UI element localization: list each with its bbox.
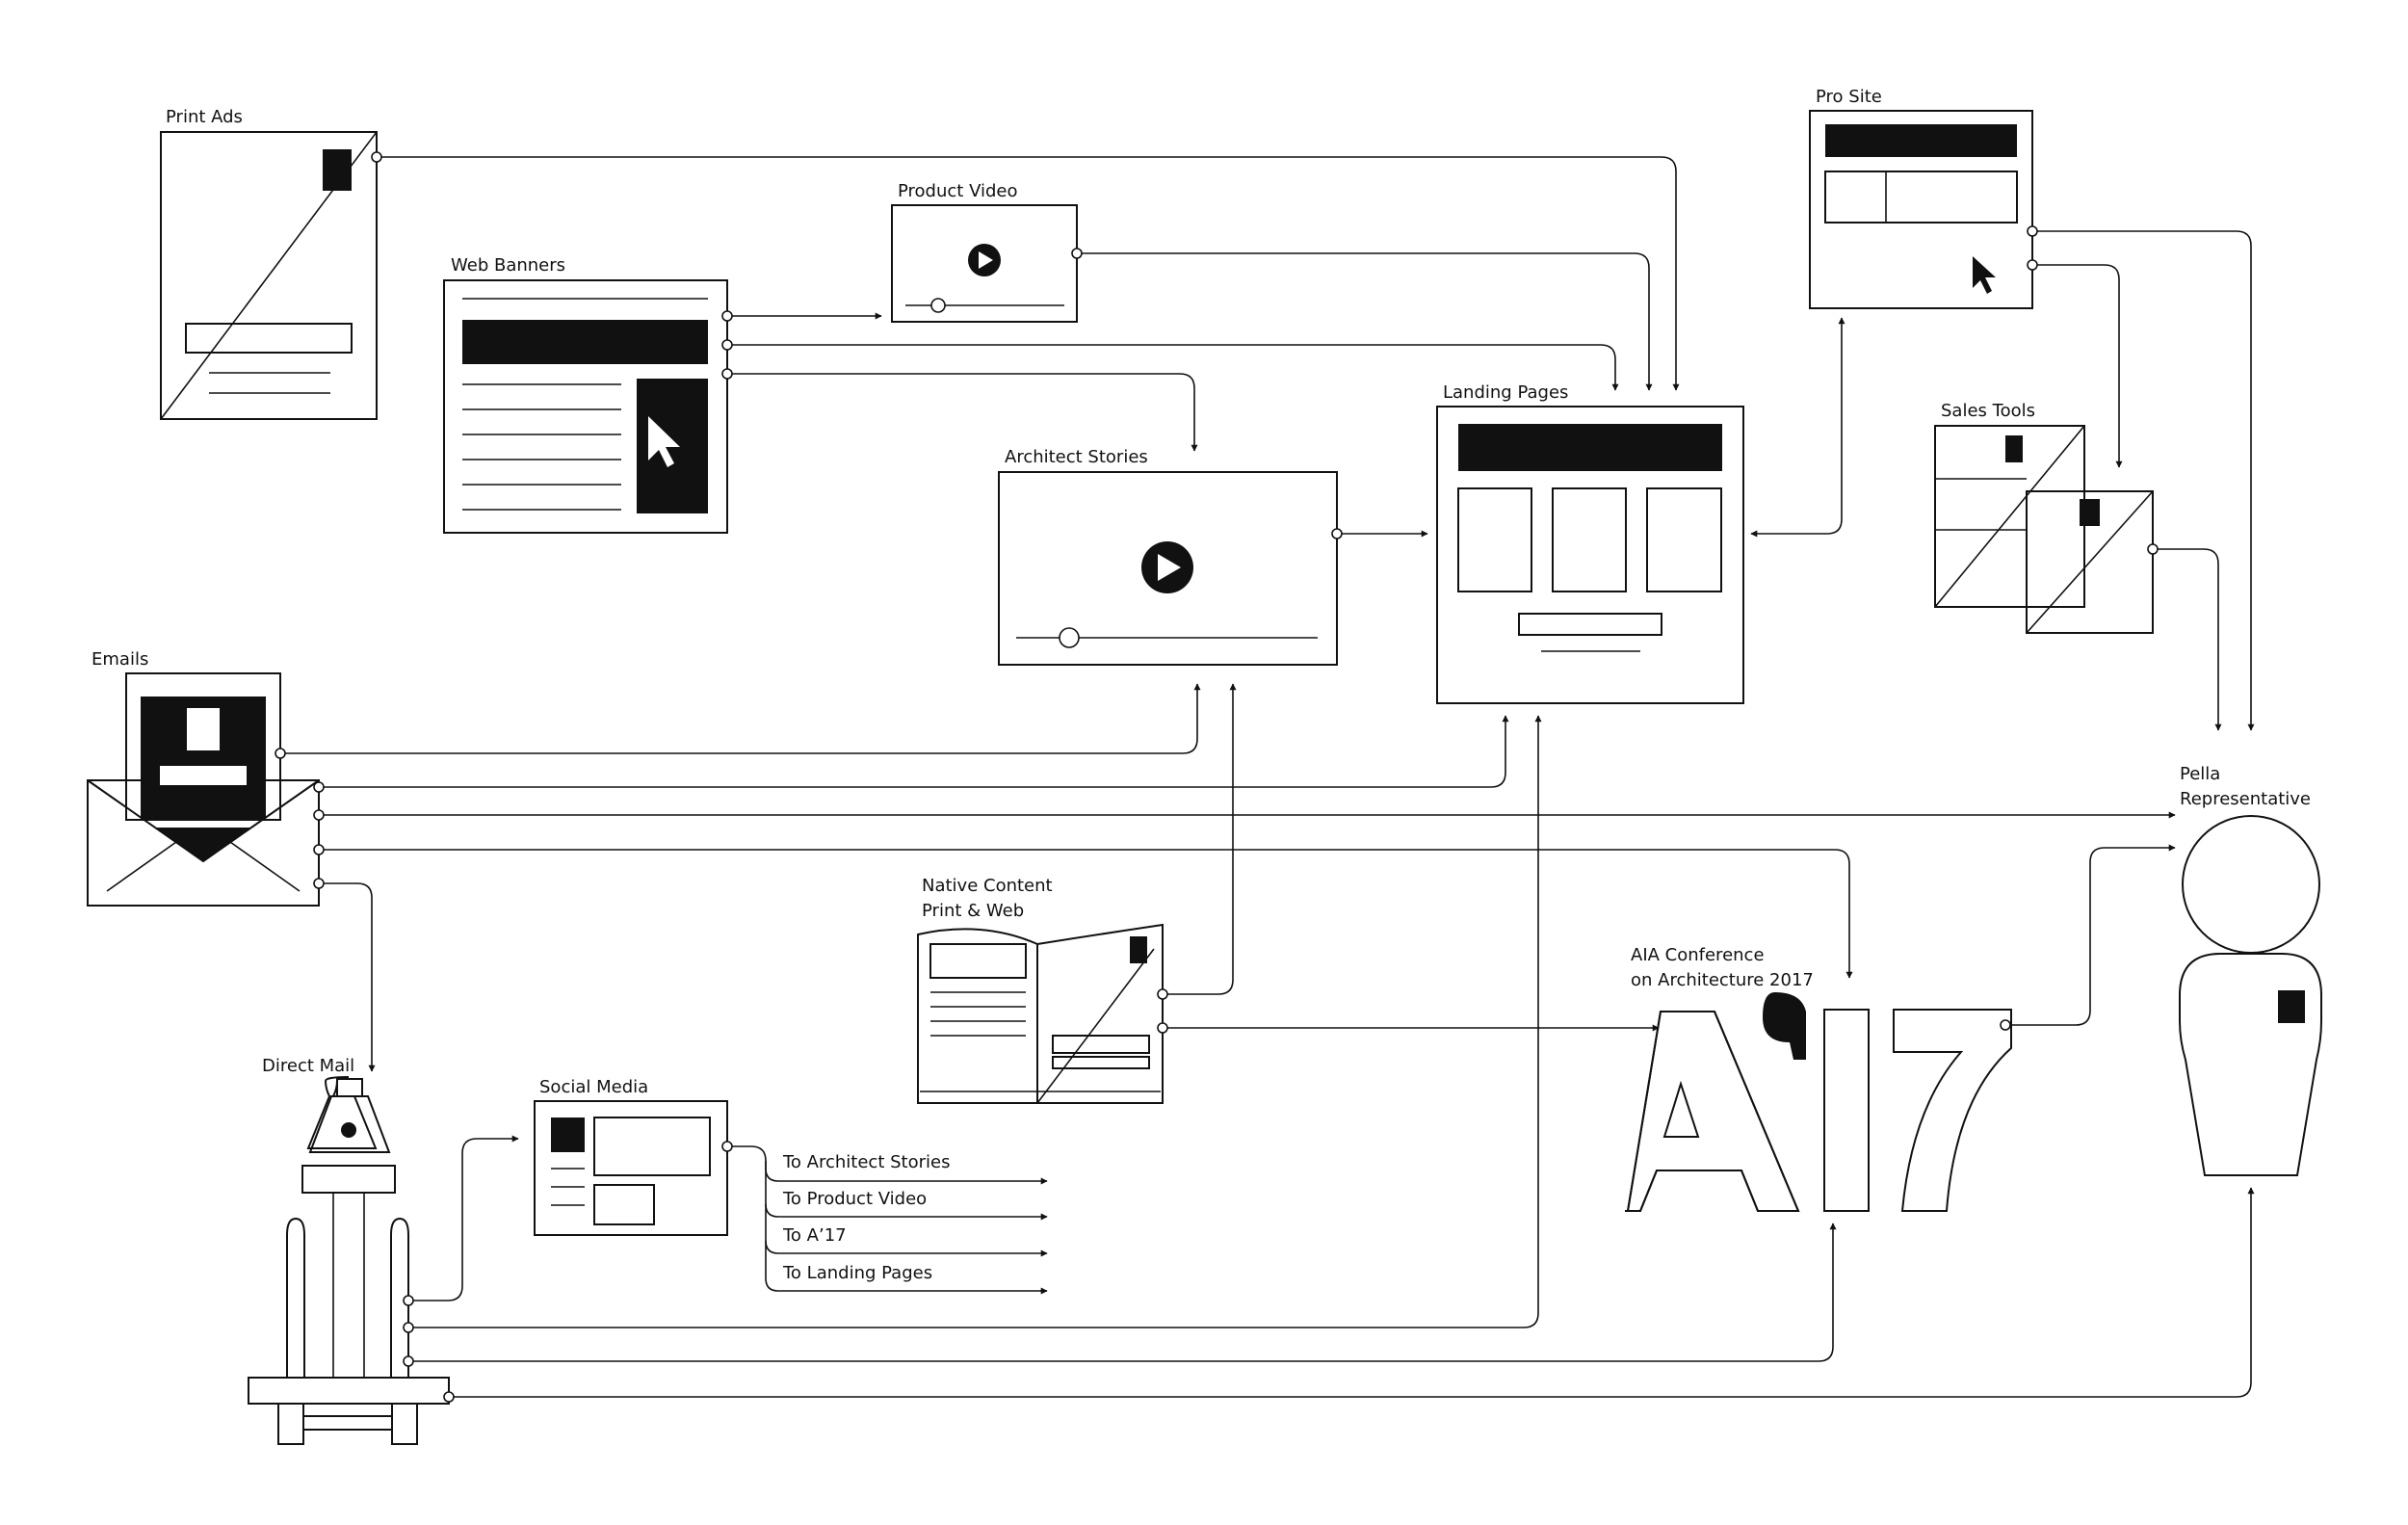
- connector-emails-aia: [319, 849, 1853, 979]
- cursor-icon: [1973, 256, 1996, 294]
- landing-pages-node: Landing Pages: [1436, 382, 1744, 704]
- connector-aia-pella: [2005, 844, 2176, 1026]
- connector-prosite-pella: [2032, 230, 2255, 731]
- connector-emails-directmail: [319, 882, 376, 1072]
- native-content-label-2: Print & Web: [922, 901, 1024, 921]
- print-ads-label: Print Ads: [166, 107, 243, 127]
- aia-label-1: AIA Conference: [1631, 945, 1765, 965]
- person-body: [2179, 953, 2322, 1176]
- product-video-label: Product Video: [898, 181, 1018, 201]
- person-head: [2182, 815, 2320, 954]
- native-content-label-1: Native Content: [922, 876, 1053, 896]
- connector-salestools-pella: [2153, 548, 2222, 731]
- connector-webbanners-landing: [727, 344, 1619, 391]
- connector-directmail-aia: [408, 1223, 1837, 1362]
- connector-directmail-pella: [449, 1187, 2255, 1398]
- connector-prosite-salestools: [2032, 264, 2123, 468]
- connector-social-to-a17: [765, 1240, 1048, 1257]
- connector-social-to-productvideo: [765, 1203, 1048, 1221]
- social-target-product-video: To Product Video: [782, 1189, 927, 1209]
- pella-representative-node: Pella Representative: [2179, 764, 2322, 1176]
- a17-logo: [1625, 992, 2012, 1212]
- connector-social-to-architect: [765, 1161, 1048, 1185]
- direct-mail-node: Direct Mail: [248, 1056, 455, 1445]
- connector-directmail-social: [408, 1135, 519, 1302]
- pella-rep-label-2: Representative: [2180, 789, 2311, 809]
- landing-pages-label: Landing Pages: [1443, 382, 1568, 403]
- aia-conference-node: AIA Conference on Architecture 2017: [1625, 945, 2012, 1212]
- emails-node: Emails: [87, 649, 325, 907]
- social-media-label: Social Media: [539, 1077, 648, 1097]
- product-video-node: Product Video: [891, 181, 1083, 323]
- social-media-node: Social Media To Architect Stories To Pro…: [534, 1077, 950, 1283]
- pro-site-label: Pro Site: [1816, 87, 1882, 107]
- apostrophe-mark: [1763, 992, 1806, 1060]
- architect-stories-label: Architect Stories: [1005, 447, 1148, 467]
- connectors: [280, 156, 2255, 1398]
- cursor-icon: [648, 416, 680, 467]
- pella-rep-label-1: Pella: [2180, 764, 2220, 784]
- connector-directmail-landing: [408, 715, 1542, 1328]
- social-target-architect-stories: To Architect Stories: [782, 1152, 950, 1172]
- connector-webbanners-architect: [727, 373, 1198, 452]
- print-ads-node: Print Ads: [160, 107, 382, 420]
- sales-tools-node: Sales Tools: [1934, 401, 2159, 634]
- connector-productvideo-landing: [1077, 252, 1653, 391]
- sales-tools-label: Sales Tools: [1941, 401, 2035, 421]
- social-target-a17: To A’17: [782, 1225, 847, 1246]
- connector-social-trunk: [727, 1145, 1045, 1292]
- connector-printads-landing: [376, 156, 1680, 391]
- architect-stories-node: Architect Stories: [998, 447, 1343, 666]
- emails-label: Emails: [92, 649, 148, 670]
- aia-label-2: on Architecture 2017: [1631, 970, 1814, 990]
- connector-native-architect: [1163, 683, 1237, 995]
- web-banners-label: Web Banners: [451, 255, 565, 276]
- direct-mail-label: Direct Mail: [262, 1056, 354, 1076]
- native-content-node: Native Content Print & Web: [917, 876, 1168, 1104]
- social-target-landing-pages: To Landing Pages: [782, 1263, 932, 1283]
- connector-emails-architect: [280, 683, 1201, 754]
- name-badge: [2278, 990, 2305, 1023]
- pro-site-node: Pro Site: [1809, 87, 2038, 309]
- connector-landing-prosite: [1750, 317, 1845, 538]
- connector-emails-landing: [319, 715, 1509, 788]
- web-banners-node: Web Banners: [443, 255, 733, 534]
